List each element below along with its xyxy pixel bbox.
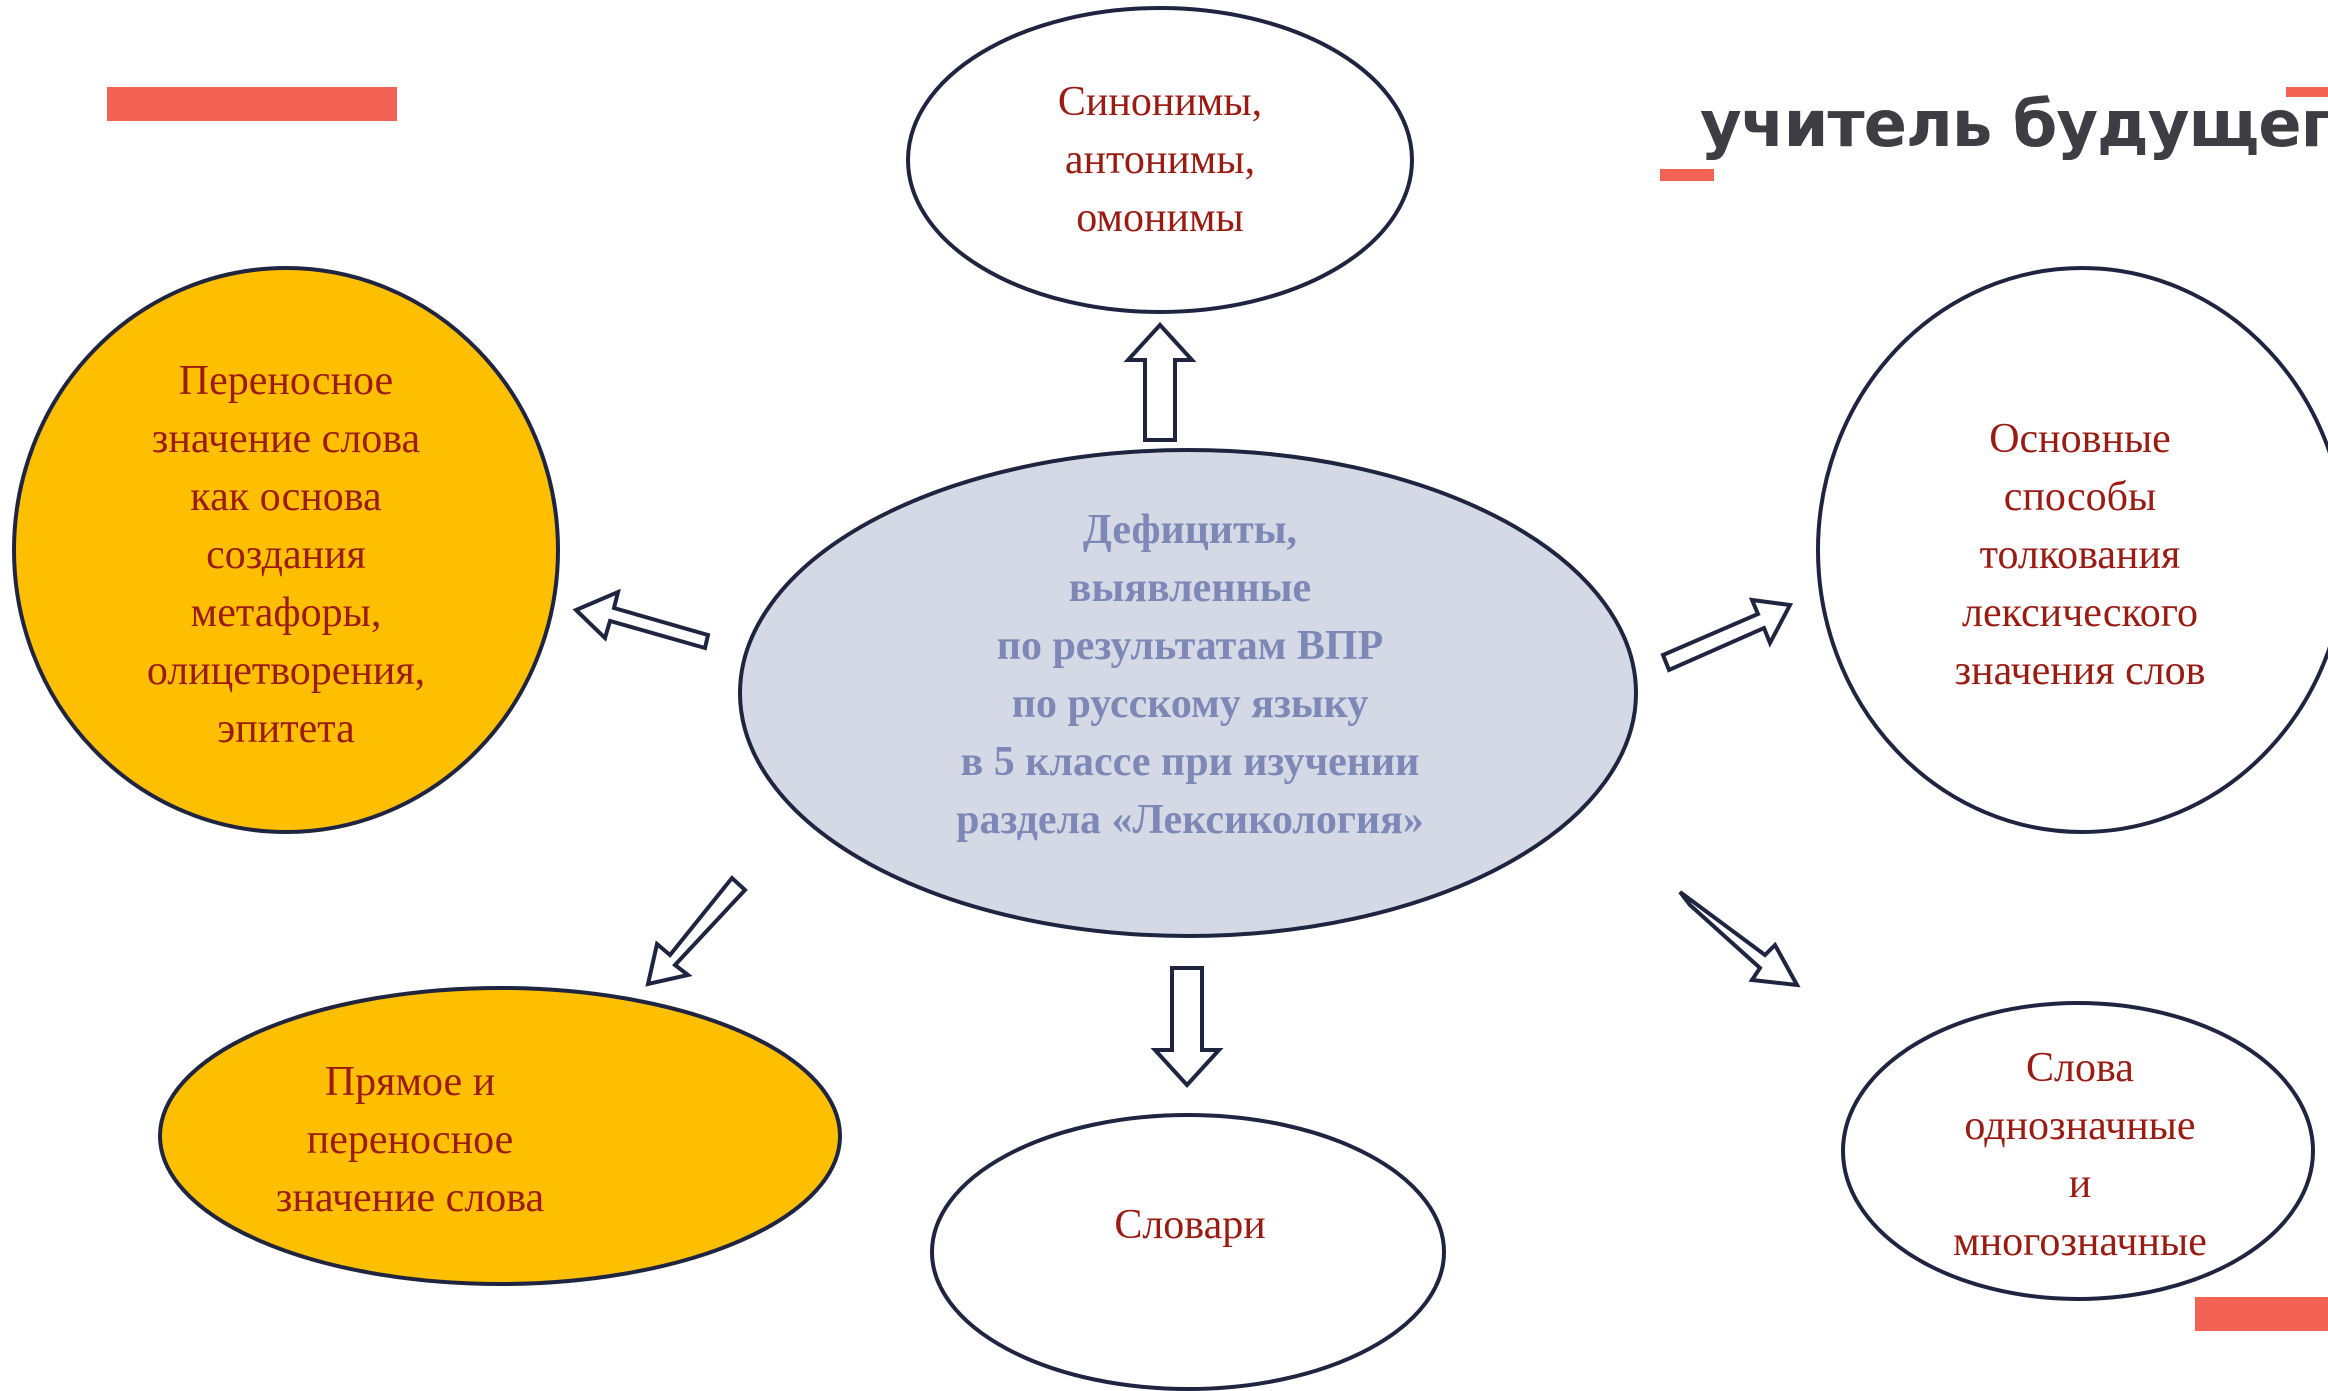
arrow-down-left (645, 875, 748, 987)
top-left-accent-bar (107, 87, 397, 121)
node-bottom-left-text: Прямое и переносное значение слова (275, 1059, 545, 1221)
node-left-ellipse (12, 266, 560, 834)
node-top-ellipse (906, 6, 1414, 314)
node-bottom-left-ellipse (158, 986, 842, 1286)
node-right-ellipse (1816, 266, 2328, 834)
arrow-right (1660, 597, 1794, 673)
bottom-right-accent-bar (2195, 1297, 2328, 1331)
center-ellipse (738, 448, 1638, 938)
arrow-down-right (1678, 890, 1801, 988)
node-right-text: Основные способы толкования лексического… (1954, 416, 2206, 694)
node-top-text: Синонимы, антонимы, омонимы (1057, 79, 1263, 241)
center-text: Дефициты, выявленные по результатам ВПР … (956, 507, 1424, 843)
logo-underscore-bar (1660, 169, 1714, 181)
logo-top-right-bar (2286, 87, 2328, 97)
arrow-left (572, 588, 711, 651)
node-left-text: Переносное значение слова как основа соз… (146, 358, 426, 752)
node-bottom-right-ellipse (1841, 1001, 2315, 1301)
node-bottom-right-text: Слова однозначные и многозначные (1953, 1045, 2207, 1265)
arrow-down (1150, 966, 1224, 1088)
arrow-up (1123, 322, 1197, 442)
node-bottom-text: Словари (1114, 1202, 1266, 1248)
node-bottom-ellipse (930, 1113, 1446, 1391)
brand-logo: учитель будущего (1700, 88, 2328, 162)
